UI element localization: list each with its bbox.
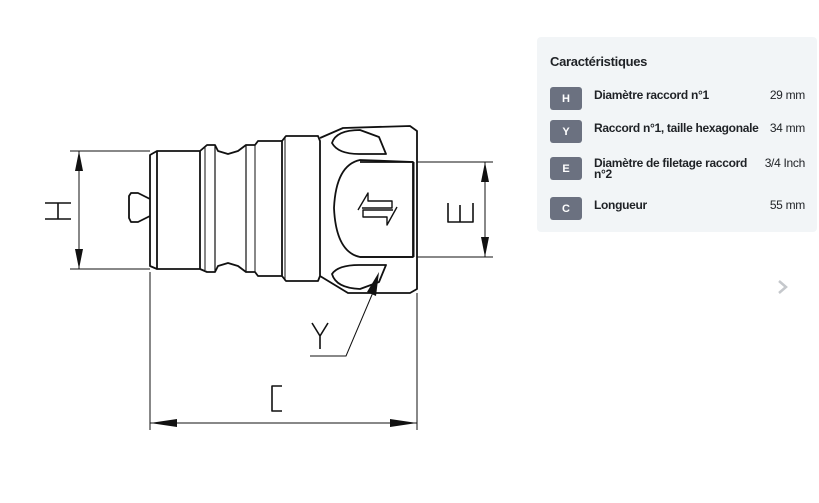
characteristics-panel: Caractéristiques H Diamètre raccord n°1 … (537, 37, 817, 232)
chevron-right-icon[interactable] (776, 276, 790, 304)
dimension-badge: H (550, 87, 582, 110)
characteristic-value: 34 mm (769, 121, 805, 135)
characteristic-value: 29 mm (769, 88, 805, 102)
coupling-technical-drawing: H E Y C (45, 125, 493, 430)
characteristic-value: 3/4 Inch (764, 156, 806, 170)
panel-title: Caractéristiques (550, 54, 648, 69)
characteristic-label: Longueur (594, 198, 647, 212)
dimension-badge: C (550, 197, 582, 220)
dimension-badge: E (550, 157, 582, 180)
characteristic-label: Raccord n°1, taille hexagonale (594, 121, 759, 135)
dimension-badge: Y (550, 120, 582, 143)
characteristic-value: 55 mm (769, 198, 805, 212)
characteristic-label: Diamètre raccord n°1 (594, 88, 709, 102)
characteristic-label: Diamètre de filetage raccord n°2 (594, 156, 747, 181)
